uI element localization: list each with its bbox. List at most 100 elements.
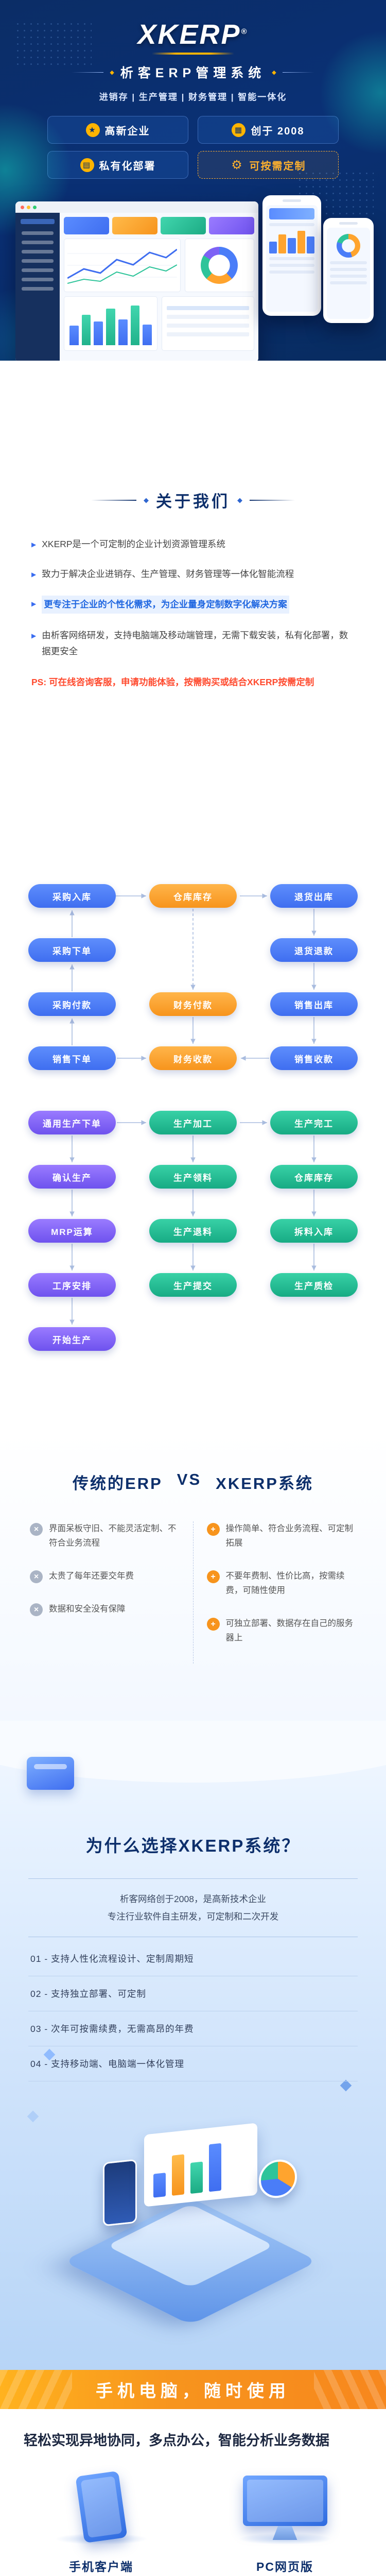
flow-node-material-return: 生产退料 xyxy=(149,1219,237,1243)
devices-lead-text: 轻松实现异地协同，多点办公，智能分析业务数据 xyxy=(24,2433,329,2448)
badge-label: 可按需定制 xyxy=(249,160,306,172)
about-list: ▶ XKERP是一个可定制的企业计划资源管理系统 ▶ 致力于解决企业进销存、生产… xyxy=(31,536,355,659)
device-decoration xyxy=(27,1757,74,1790)
why-item-3: 03 - 次年可按需续费，无需高昂的年费 xyxy=(28,2011,358,2047)
about-section: ◆ 关于我们 ◆ ▶ XKERP是一个可定制的企业计划资源管理系统 ▶ 致力于解… xyxy=(0,361,386,840)
data-table-placeholder xyxy=(162,296,254,351)
triangle-bullet-icon: ▶ xyxy=(31,541,37,548)
divider-line xyxy=(250,499,295,501)
about-bullet: ▶ 致力于解决企业进销存、生产管理、财务管理等一体化智能流程 xyxy=(31,566,355,582)
flow-node-sales-collection: 销售收款 xyxy=(270,1046,358,1070)
why-intro-line2: 专注行业软件自主研发，可定制和二次开发 xyxy=(107,1911,279,1922)
dashboard-body xyxy=(15,213,258,361)
bar-chart-placeholder xyxy=(64,296,157,351)
pro-item: + 操作简单、符合业务流程、可定制拓展 xyxy=(206,1521,357,1550)
ps-note: PS: 可在线咨询客服，申请功能体验，按需购买或结合XKERP按需定制 xyxy=(31,677,314,688)
phone-mockup-1 xyxy=(262,195,321,316)
flow-node-purchase-inbound: 采购入库 xyxy=(28,884,116,908)
plus-icon: + xyxy=(206,1523,220,1536)
dashboard-sidebar xyxy=(15,213,60,361)
diamond-icon: ◆ xyxy=(272,69,276,76)
flow-node-purchase-payment: 采购付款 xyxy=(28,992,116,1016)
dashboard-content xyxy=(60,213,258,361)
plus-icon: + xyxy=(206,1618,220,1631)
hero-section: XKERP® ◆ 析客ERP管理系统 ◆ 进销存 | 生产管理 | 财务管理 |… xyxy=(0,0,386,361)
cross-icon: × xyxy=(30,1523,43,1536)
mini-donut-chart-placeholder xyxy=(337,234,360,258)
window-dot-icon xyxy=(27,205,30,209)
divider-line xyxy=(72,72,104,73)
xkerp-column: + 操作简单、符合业务流程、可定制拓展 + 不要年费制、性价比高，按需续费，可随… xyxy=(194,1521,370,1664)
cross-icon: × xyxy=(30,1570,43,1584)
phone-mockup-2 xyxy=(323,218,374,323)
calendar-icon: ▦ xyxy=(232,123,246,137)
flowchart-section: 采购入库 仓库库存 退货出库 采购下单 退货退款 采购付款 财务付款 销售出库 … xyxy=(0,840,386,1432)
flow-node-confirm-production: 确认生产 xyxy=(28,1165,116,1189)
comparison-columns: × 界面呆板守旧、不能灵活定制、不符合业务流程 × 太贵了每年还要交年费 × 数… xyxy=(16,1521,370,1664)
traditional-erp-column: × 界面呆板守旧、不能灵活定制、不符合业务流程 × 太贵了每年还要交年费 × 数… xyxy=(16,1521,194,1664)
pro-item: + 不要年费制、性价比高，按需续费，可随性使用 xyxy=(206,1569,357,1598)
why-choose-title: 为什么选择XKERP系统？ xyxy=(85,1836,301,1855)
iso-pie-chart xyxy=(259,2158,297,2200)
flow-node-material-pick: 生产领料 xyxy=(149,1165,237,1189)
con-item: × 数据和安全没有保障 xyxy=(30,1602,180,1617)
isometric-illustration xyxy=(33,2099,353,2325)
comparison-title: 传统的ERP VS XKERP系统 xyxy=(0,1470,386,1494)
flow-node-disassembly-inbound: 拆料入库 xyxy=(270,1219,358,1243)
flow-node-quality-check: 生产质检 xyxy=(270,1273,358,1297)
flow-node-return-outbound: 退货出库 xyxy=(270,884,358,908)
divider-line xyxy=(91,499,136,501)
diamond-icon: ◆ xyxy=(144,496,149,504)
monitor-shape xyxy=(242,2476,327,2527)
brand-logo: XKERP® xyxy=(0,19,386,50)
devices-section: 手机电脑，随时使用 轻松实现异地协同，多点办公，智能分析业务数据 手机客户端 业… xyxy=(0,2370,386,2576)
flow-node-return-refund: 退货退款 xyxy=(270,938,358,962)
flow-node-purchase-order: 采购下单 xyxy=(28,938,116,962)
why-choose-list: 01 - 支持人性化流程设计、定制周期短 02 - 支持独立部署、可定制 03 … xyxy=(28,1941,358,2082)
iso-chart-board xyxy=(144,2123,257,2207)
why-item-2: 02 - 支持独立部署、可定制 xyxy=(28,1976,358,2012)
cross-icon: × xyxy=(30,1603,43,1617)
flow-node-sales-order: 销售下单 xyxy=(28,1046,116,1070)
about-title: ◆ 关于我们 ◆ xyxy=(0,488,386,512)
flow-node-process-scheduling: 工序安排 xyxy=(28,1273,116,1297)
comparison-section: 传统的ERP VS XKERP系统 × 界面呆板守旧、不能灵活定制、不符合业务流… xyxy=(0,1432,386,1721)
donut-chart-placeholder xyxy=(184,239,254,292)
product-subtitle: ◆ 析客ERP管理系统 ◆ xyxy=(0,63,386,81)
badge-founded: ▦ 创于 2008 xyxy=(198,116,339,144)
product-subtitle-text: 析客ERP管理系统 xyxy=(120,66,266,80)
server-icon: ▤ xyxy=(80,158,94,172)
why-item-4: 04 - 支持移动端、电脑端一体化管理 xyxy=(28,2046,358,2082)
erp-flowchart: 采购入库 仓库库存 退货出库 采购下单 退货退款 采购付款 财务付款 销售出库 … xyxy=(0,869,386,1374)
product-screenshot-mockup xyxy=(11,195,375,361)
phone-notch xyxy=(283,199,301,202)
device-cards: 手机客户端 业务员手机随时随地开单、轻松管理客户，销售行为一目了然 PC网页版 … xyxy=(0,2466,386,2576)
plus-icon: + xyxy=(206,1570,220,1584)
feature-badges: ★ 高新企业 ▦ 创于 2008 ▤ 私有化部署 ⚙ 可按需定制 xyxy=(47,116,339,179)
flow-node-finance-payment: 财务付款 xyxy=(149,992,237,1016)
flowchart-connectors xyxy=(69,893,317,1325)
kpi-cards-placeholder xyxy=(64,217,254,234)
badge-label: 创于 2008 xyxy=(251,125,305,137)
flow-node-mrp-calculation: MRP运算 xyxy=(28,1219,116,1243)
flow-node-production-finish: 生产完工 xyxy=(270,1111,358,1134)
comparison-title-vs: VS xyxy=(177,1470,202,1488)
diamond-icon: ◆ xyxy=(237,496,242,504)
triangle-bullet-icon: ▶ xyxy=(31,570,37,578)
pro-item: + 可独立部署、数据存在自己的服务器上 xyxy=(206,1616,357,1645)
flow-node-sales-outbound: 销售出库 xyxy=(270,992,358,1016)
con-item: × 界面呆板守旧、不能灵活定制、不符合业务流程 xyxy=(30,1521,180,1550)
dashboard-mockup xyxy=(15,201,258,361)
comparison-title-left: 传统的ERP xyxy=(73,1475,163,1493)
flow-node-warehouse-stock: 仓库库存 xyxy=(149,884,237,908)
triangle-bullet-icon: ▶ xyxy=(31,600,37,608)
banner-text: 手机电脑，随时使用 xyxy=(96,2381,290,2400)
badge-label: 高新企业 xyxy=(104,125,150,137)
phone-illustration xyxy=(9,2466,193,2545)
pc-card-title: PC网页版 xyxy=(256,2560,313,2574)
divider-line xyxy=(282,72,314,73)
registered-mark: ® xyxy=(241,27,249,36)
triangle-bullet-icon: ▶ xyxy=(31,632,37,639)
flow-node-start-production: 开始生产 xyxy=(28,1327,116,1351)
